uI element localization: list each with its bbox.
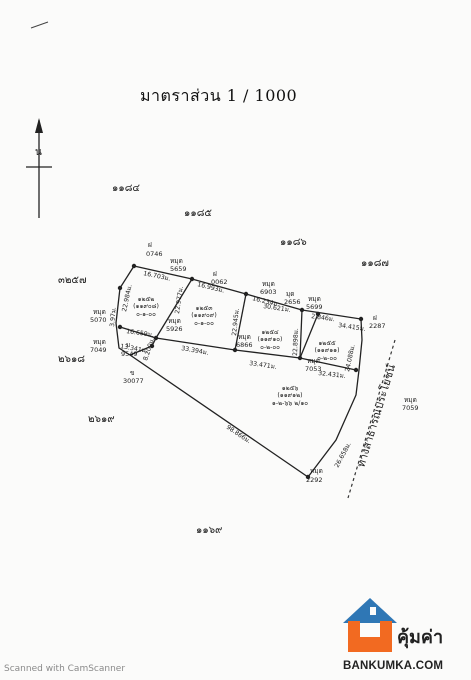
marker-number: 5070 <box>90 316 107 324</box>
distance-label: 13.341ม. <box>120 343 149 355</box>
marker-number: 5699 <box>306 303 323 311</box>
distance-label: 16.703ม. <box>143 270 172 283</box>
marker-number: 5926 <box>166 325 183 333</box>
distance-label: 24.088ม. <box>344 344 357 373</box>
distance-label: 2.846ม. <box>311 313 336 323</box>
marker-number: 2287 <box>369 322 386 330</box>
distance-label: 22.984ม. <box>121 284 134 313</box>
outer-parcel-label: ๑๑๖๙ <box>196 525 222 536</box>
marker-type: ฝ <box>148 241 152 249</box>
marker-number: 0062 <box>211 278 228 286</box>
marker-type: หมุด <box>168 317 181 325</box>
marker-number: 7049 <box>90 346 107 354</box>
scan-mark <box>30 21 49 29</box>
parcel-code: ๑๒๕๖ <box>282 385 299 392</box>
parcel-area: ๑-๒-๖๖ ๒/๑๐ <box>272 400 308 407</box>
parcel-area: ๐-๒-๐๐ <box>317 355 337 362</box>
parcel-deed: (๑๑๙๐๙) <box>191 312 217 319</box>
brand-domain: BANKUMKA.COM <box>343 660 444 672</box>
marker-type: ฝ <box>373 314 377 322</box>
parcel-code: ๑๒๕๔ <box>261 329 279 336</box>
marker-type: หมุด <box>308 295 321 303</box>
distance-label: 34.415ม. <box>338 322 366 333</box>
parcel-area: ๐-๑-๐๐ <box>136 311 156 318</box>
camscanner-watermark: Scanned with CamScanner <box>4 664 126 674</box>
marker-number: 9549 <box>121 350 138 358</box>
outer-parcel-label: ๑๑๘๔ <box>112 183 140 194</box>
marker-type: หมุด <box>170 257 183 265</box>
marker-type: หมุด <box>93 308 106 316</box>
marker-number: 6866 <box>236 341 253 349</box>
parcel-area: ๐-๒-๐๐ <box>260 344 280 351</box>
distance-label: 22.898ม. <box>292 328 300 356</box>
parcel-deed: (๑๑๙๑๒) <box>277 392 302 399</box>
distance-label: 33.471ม. <box>249 360 277 371</box>
marker-type: หมุด <box>93 338 106 346</box>
parcel-deed: (๑๑๙๑๑) <box>314 347 339 354</box>
distance-label: 3.97ม. <box>109 307 118 327</box>
marker-number: 2292 <box>306 476 323 484</box>
distance-label: 32.431ม. <box>318 370 346 380</box>
marker-type: ข <box>130 369 134 377</box>
marker-type: หมุด <box>262 280 275 288</box>
distance-label: 30.621ม. <box>263 303 291 314</box>
distance-label: 22.945ม. <box>231 308 241 336</box>
parcel-code: ๑๒๕๒ <box>138 296 155 303</box>
marker-number: 2656 <box>284 298 301 306</box>
parcel-deed: (๑๑๙๑๐) <box>258 336 283 343</box>
map-scale-title: มาตราส่วน 1 / 1000 <box>140 86 298 105</box>
north-arrow-icon <box>26 118 52 218</box>
outer-parcel-label: ๒๖๑๘ <box>58 354 85 365</box>
outer-parcel-label: ๑๑๘๕ <box>184 208 212 219</box>
marker-type: หมุด <box>307 357 320 365</box>
distance-label: 26.658ม. <box>334 441 353 469</box>
parcel-deed: (๑๑๙๐๘) <box>133 303 159 310</box>
distance-label: 16.659ม. <box>126 328 154 339</box>
marker-number: 7053 <box>305 365 322 373</box>
marker-type: ม <box>126 341 130 349</box>
road-label: ทางสาธารณประโยชน์ <box>353 362 398 469</box>
outer-parcel-label: ๓๒๕๗ <box>58 275 87 286</box>
marker-type: หมุด <box>404 396 417 404</box>
bankumka-logo <box>343 598 397 652</box>
north-label: น <box>35 147 42 158</box>
distance-label: 33.394ม. <box>181 345 210 357</box>
marker-number: 7059 <box>402 404 419 412</box>
outer-parcel-label: ๑๑๘๗ <box>361 258 389 269</box>
parcel-code: ๑๒๕๓ <box>196 305 213 312</box>
outer-parcel-label: ๒๖๑๙ <box>88 414 115 425</box>
parcel-code: ๑๒๕๕ <box>318 340 336 347</box>
marker-number: 0746 <box>146 250 163 258</box>
marker-type: หมุด <box>238 333 251 341</box>
marker-type: มุด <box>286 290 295 298</box>
marker-number: 5659 <box>170 265 187 273</box>
marker-type: หมุด <box>310 467 323 475</box>
marker-number: 30077 <box>123 377 144 385</box>
distance-label: 98.866ม. <box>225 424 252 445</box>
marker-type: ฝ <box>213 270 217 278</box>
corner-points <box>117 263 364 480</box>
distance-label: 22.977ม. <box>174 286 185 314</box>
parcel-area: ๐-๑-๐๐ <box>194 320 214 327</box>
outer-parcel-label: ๑๑๘๖ <box>280 237 307 248</box>
brand-name: คุ้มค่า <box>397 627 444 648</box>
marker-number: 6903 <box>260 288 277 296</box>
